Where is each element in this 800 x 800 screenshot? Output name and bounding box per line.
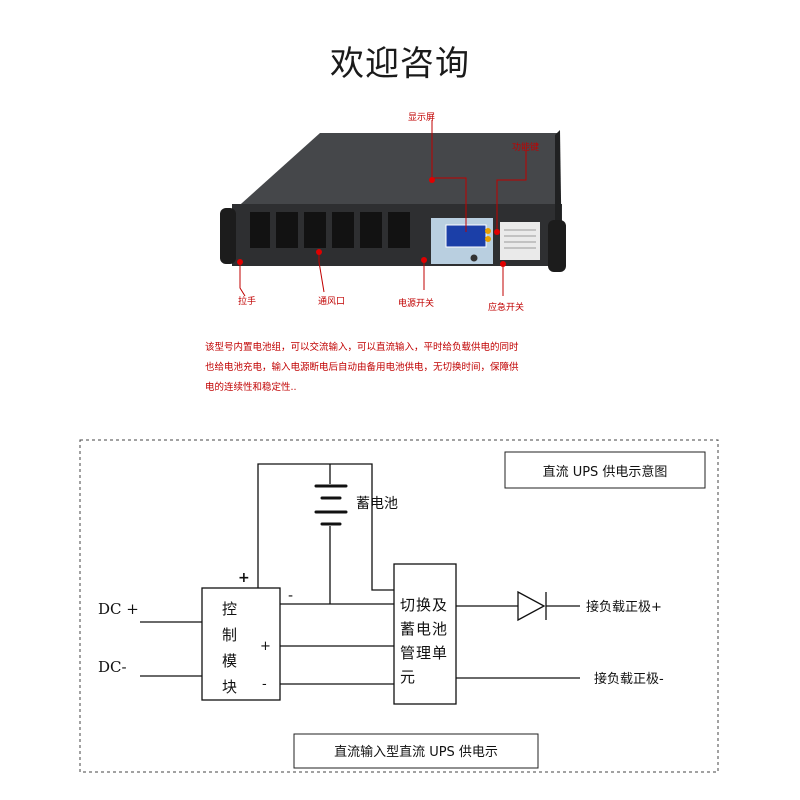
ups-device-image bbox=[220, 120, 566, 297]
dc-minus-label: DC- bbox=[98, 658, 127, 676]
display-callout: 显示屏 bbox=[408, 113, 436, 123]
function-key bbox=[485, 228, 491, 234]
plus-mid-label: + bbox=[260, 639, 271, 654]
switch-unit-line: 管理单 bbox=[400, 644, 448, 662]
switch-unit-line: 元 bbox=[400, 668, 415, 686]
diode-symbol bbox=[517, 590, 546, 622]
minus-mid-label: - bbox=[262, 677, 267, 692]
switch-unit-line: 蓄电池 bbox=[400, 620, 448, 638]
control-module-box bbox=[201, 587, 281, 701]
right-handle bbox=[548, 220, 566, 272]
plus-top-label: + bbox=[238, 570, 250, 586]
product-description: 该型号内置电池组，可以交流输入，可以直流输入，平时给负载供电的同时 也给电池充电… bbox=[205, 338, 610, 398]
control-module-char: 控 bbox=[222, 600, 237, 618]
handle-callout-line bbox=[239, 262, 246, 297]
description-line: 该型号内置电池组，可以交流输入，可以直流输入，平时给负载供电的同时 bbox=[205, 342, 519, 353]
diagram-title: 直流 UPS 供电示意图 bbox=[543, 464, 668, 480]
switch-unit-box bbox=[393, 563, 457, 705]
diagram-caption: 直流输入型直流 UPS 供电示 bbox=[334, 744, 498, 760]
vent-grille bbox=[250, 212, 410, 248]
vent-callout: 通风口 bbox=[318, 297, 346, 307]
battery-label: 蓄电池 bbox=[356, 496, 398, 512]
wire-top-loop bbox=[257, 463, 394, 591]
switch-unit-line: 切换及 bbox=[400, 596, 448, 614]
dc-plus-label: DC + bbox=[98, 600, 139, 618]
emergency-switch-callout: 应急开关 bbox=[488, 303, 525, 313]
power-switch-callout: 电源开关 bbox=[398, 299, 435, 309]
handle-callout: 拉手 bbox=[238, 297, 257, 307]
function-key-callout-line bbox=[496, 150, 527, 232]
diagram-title-box bbox=[504, 451, 706, 489]
function-key-callout: 功能键 bbox=[512, 143, 540, 153]
control-module-char: 制 bbox=[222, 626, 237, 644]
function-key bbox=[485, 236, 491, 242]
load-negative-label: 接负载正极- bbox=[594, 671, 664, 687]
left-handle bbox=[220, 208, 236, 264]
minus-top-label: - bbox=[288, 588, 293, 604]
description-line: 电的连续性和稳定性.. bbox=[205, 382, 297, 393]
diagram-border bbox=[79, 439, 719, 773]
power-switch-knob bbox=[470, 254, 478, 262]
control-module-char: 块 bbox=[222, 678, 237, 696]
device-top-face bbox=[232, 133, 558, 212]
control-module-char: 模 bbox=[222, 652, 237, 670]
display-callout-line bbox=[431, 120, 467, 232]
description-line: 也给电池充电，输入电源断电后自动由备用电池供电，无切换时间，保障供 bbox=[205, 362, 519, 373]
page-title: 欢迎咨询 bbox=[330, 44, 470, 84]
label-plate bbox=[500, 222, 540, 260]
load-positive-label: 接负载正极+ bbox=[586, 599, 662, 615]
diagram-caption-box bbox=[293, 733, 539, 769]
